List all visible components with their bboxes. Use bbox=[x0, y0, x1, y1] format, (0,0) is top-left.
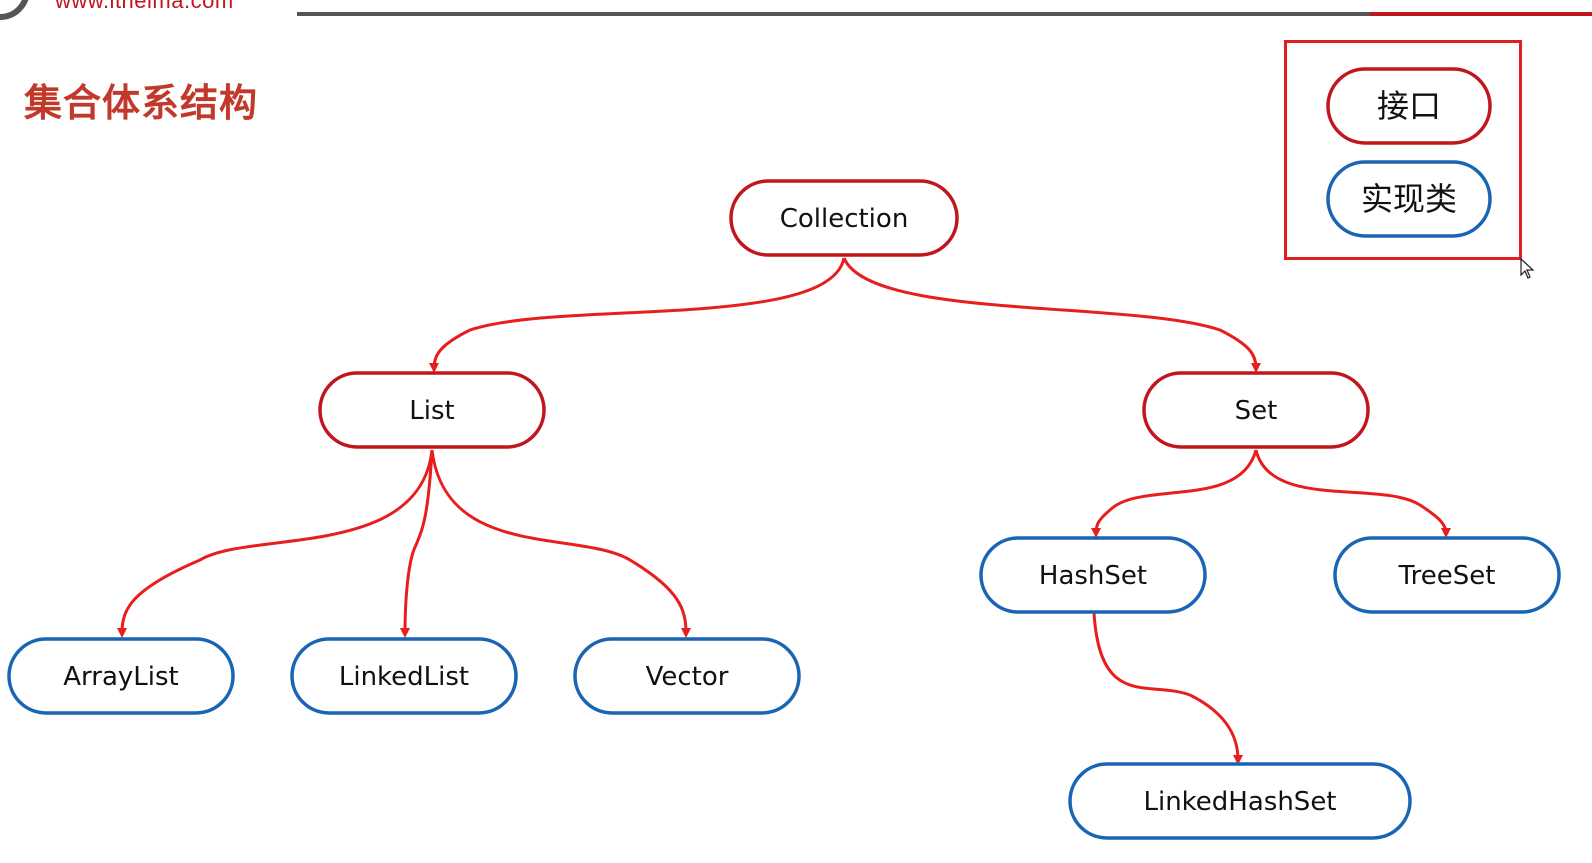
node-linkedhashset: LinkedHashSet bbox=[1068, 762, 1412, 840]
edge-set-hashset bbox=[1091, 449, 1258, 538]
node-linkedlist-label: LinkedList bbox=[339, 662, 469, 692]
mouse-cursor-icon bbox=[1520, 258, 1535, 279]
node-treeset: TreeSet bbox=[1333, 536, 1561, 614]
node-list-label: List bbox=[409, 396, 454, 426]
node-linkedlist: LinkedList bbox=[290, 637, 518, 715]
legend-interface: 接口 bbox=[1326, 67, 1492, 145]
node-arraylist: ArrayList bbox=[7, 637, 235, 715]
node-arraylist-label: ArrayList bbox=[63, 662, 178, 692]
header-divider bbox=[297, 12, 1592, 16]
site-url: www.itheima.com bbox=[55, 0, 234, 13]
edge-set-treeset bbox=[1254, 449, 1451, 538]
legend-interface-label: 接口 bbox=[1377, 87, 1441, 125]
edge-hashset-linkedhashset bbox=[1092, 612, 1243, 765]
slide-title: 集合体系结构 bbox=[24, 81, 259, 125]
node-hashset-label: HashSet bbox=[1039, 561, 1147, 591]
header-divider-accent bbox=[1370, 12, 1592, 16]
node-set-label: Set bbox=[1235, 396, 1278, 426]
edge-list-vector bbox=[430, 449, 691, 638]
node-treeset-label: TreeSet bbox=[1398, 561, 1496, 591]
legend-implementation: 实现类 bbox=[1326, 160, 1492, 238]
legend-box bbox=[1284, 40, 1522, 260]
edge-list-linkedlist bbox=[400, 449, 434, 638]
node-vector: Vector bbox=[573, 637, 801, 715]
edge-collection-set bbox=[842, 257, 1261, 373]
node-hashset: HashSet bbox=[979, 536, 1207, 614]
node-collection-label: Collection bbox=[780, 204, 909, 234]
node-set: Set bbox=[1142, 371, 1370, 449]
edge-collection-list bbox=[429, 257, 846, 373]
node-list: List bbox=[318, 371, 546, 449]
node-collection: Collection bbox=[729, 179, 959, 257]
legend-implementation-label: 实现类 bbox=[1361, 180, 1457, 218]
edge-list-arraylist bbox=[117, 449, 434, 638]
node-linkedhashset-label: LinkedHashSet bbox=[1143, 787, 1336, 817]
node-vector-label: Vector bbox=[646, 662, 729, 692]
